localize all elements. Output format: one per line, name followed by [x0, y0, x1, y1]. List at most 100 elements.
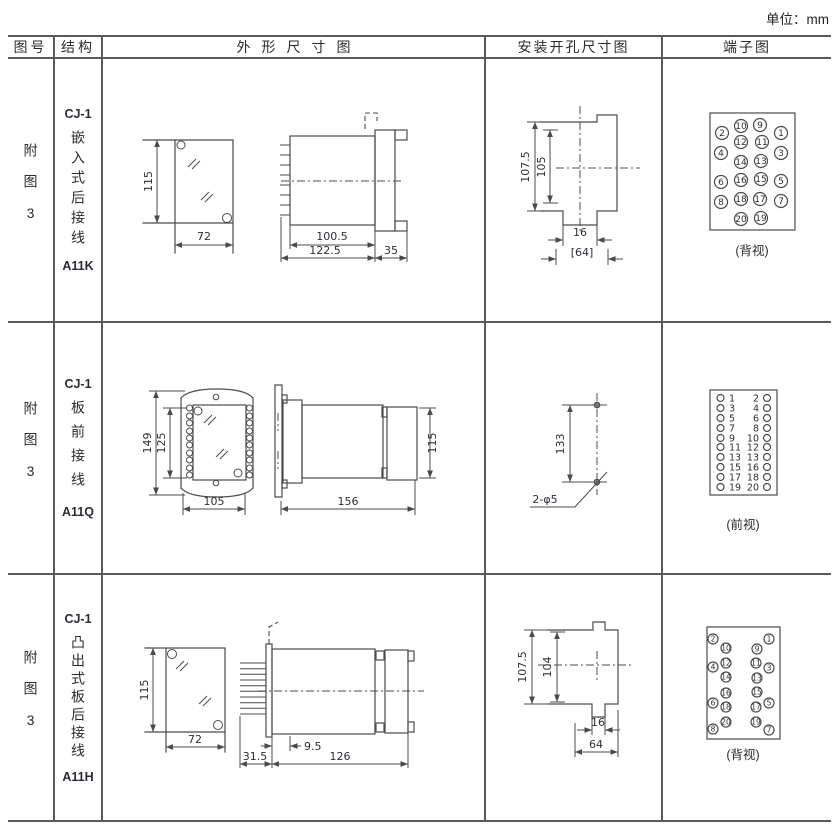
dim-label: 9.5 [304, 740, 322, 753]
dim-label: 133 [554, 434, 567, 455]
dim-label: 107.5 [516, 651, 529, 683]
svg-text:13: 13 [755, 157, 766, 167]
svg-text:11: 11 [729, 443, 741, 454]
figure-number: 附图3 [22, 142, 39, 238]
terminal-diagram-a11h: 2 1 10 9 4 12 11 3 14 13 16 15 6 18 [706, 626, 781, 762]
svg-text:9: 9 [757, 121, 763, 131]
svg-text:4: 4 [718, 149, 724, 159]
view-label: (背视) [735, 243, 768, 258]
table-row-a11h: 附图3 CJ-1 凸出式板后接线 A11H 115 [8, 575, 831, 820]
view-label: (前视) [726, 517, 759, 532]
svg-text:9: 9 [755, 645, 760, 654]
structure-type-label: 凸出式板后接线 [70, 634, 86, 761]
dim-label: 31.5 [243, 750, 268, 763]
dim-label: 115 [426, 433, 439, 454]
svg-text:17: 17 [751, 703, 761, 712]
terminal-diagram-a11k: 2 10 9 1 4 12 11 3 14 13 6 16 15 5 [709, 112, 796, 258]
svg-text:8: 8 [711, 725, 716, 734]
hole-spec-label: 2-φ5 [532, 493, 557, 506]
svg-text:2: 2 [711, 635, 716, 644]
svg-text:5: 5 [767, 699, 772, 708]
figure-cell: 附图3 [8, 323, 55, 573]
svg-text:16: 16 [747, 463, 759, 474]
header-mounting: 安装开孔尺寸图 [486, 37, 663, 57]
terminal-cell: 2 10 9 1 4 12 11 3 14 13 6 16 15 5 [663, 59, 831, 321]
svg-text:20: 20 [747, 483, 759, 494]
outline-drawing-a11k: 115 72 100.5 [142, 112, 408, 262]
terminal-pins: 2 10 9 1 4 12 11 3 14 13 6 16 15 5 [713, 117, 789, 227]
svg-text:1: 1 [729, 394, 735, 405]
front-view: 115 72 [138, 647, 226, 753]
svg-text:3: 3 [767, 664, 772, 673]
outline-drawing-a11q: 149 125 105 [141, 384, 439, 515]
outline-drawing-a11h: 115 72 [138, 621, 424, 768]
terminal-pins: 2 1 10 9 4 12 11 3 14 13 16 15 6 18 [707, 633, 775, 736]
dim-label: 122.5 [309, 244, 341, 257]
dim-label: [64] [571, 246, 594, 259]
svg-text:12: 12 [747, 443, 759, 454]
svg-text:13: 13 [752, 674, 762, 683]
outline-cell: 149 125 105 [103, 323, 486, 573]
svg-text:5: 5 [729, 414, 735, 425]
terminal-cell: 2 1 10 9 4 12 11 3 14 13 16 15 6 18 [663, 575, 831, 820]
model-label: CJ-1 [64, 107, 92, 121]
side-view: 9.5 31.5 126 [239, 621, 424, 768]
mounting-drawing-a11q: 133 2-φ5 [530, 393, 608, 508]
svg-text:17: 17 [754, 195, 765, 205]
svg-text:4: 4 [753, 404, 759, 415]
terminal-holes [186, 404, 253, 479]
svg-text:4: 4 [711, 663, 716, 672]
svg-text:2: 2 [753, 394, 759, 405]
model-label: CJ-1 [64, 611, 92, 626]
svg-text:15: 15 [755, 175, 766, 185]
mounting-cell: 107.5 105 16 [64] [486, 59, 663, 321]
table-header-row: 图号 结构 外形尺寸图 安装开孔尺寸图 端子图 [8, 37, 831, 59]
structure-type-label: 嵌入式后接线 [70, 130, 86, 250]
figure-number: 附图3 [22, 400, 39, 496]
code-label: A11K [62, 259, 94, 273]
mounting-cell: 107.5 104 16 64 [486, 575, 663, 820]
dim-label: 35 [384, 244, 398, 257]
svg-text:1: 1 [778, 129, 784, 139]
svg-text:14: 14 [721, 673, 731, 682]
svg-text:10: 10 [747, 434, 759, 445]
svg-text:19: 19 [729, 483, 741, 494]
dim-label: 115 [142, 171, 155, 192]
svg-text:12: 12 [721, 659, 731, 668]
svg-text:17: 17 [729, 473, 741, 484]
svg-text:18: 18 [735, 195, 747, 205]
dim-label: 105 [204, 495, 225, 508]
svg-text:19: 19 [755, 214, 767, 224]
model-label: CJ-1 [64, 377, 92, 391]
svg-text:15: 15 [729, 463, 741, 474]
svg-text:7: 7 [729, 424, 735, 435]
svg-text:19: 19 [751, 718, 761, 727]
svg-text:3: 3 [729, 404, 735, 415]
svg-text:20: 20 [735, 215, 747, 225]
dim-label: 107.5 [519, 151, 532, 183]
header-figure: 图号 [8, 37, 55, 57]
structure-cell: CJ-1 板前接线 A11Q [55, 323, 103, 573]
dim-label: 149 [141, 433, 154, 454]
side-view: 100.5 122.5 35 [280, 112, 408, 262]
svg-text:14: 14 [735, 158, 747, 168]
outline-cell: 115 72 100.5 [103, 59, 486, 321]
svg-text:15: 15 [752, 688, 762, 697]
svg-text:16: 16 [735, 176, 747, 186]
front-view: 115 72 [142, 139, 234, 254]
svg-text:10: 10 [721, 644, 731, 653]
code-label: A11H [62, 769, 94, 784]
figure-cell: 附图3 [8, 59, 55, 321]
svg-text:1: 1 [767, 635, 772, 644]
svg-text:16: 16 [721, 689, 731, 698]
structure-cell: CJ-1 凸出式板后接线 A11H [55, 575, 103, 820]
svg-text:7: 7 [778, 197, 784, 207]
svg-text:2: 2 [719, 129, 725, 139]
view-label: (背视) [726, 747, 759, 762]
dim-label: 100.5 [316, 230, 348, 243]
svg-text:6: 6 [711, 699, 716, 708]
dim-label: 64 [589, 738, 603, 751]
